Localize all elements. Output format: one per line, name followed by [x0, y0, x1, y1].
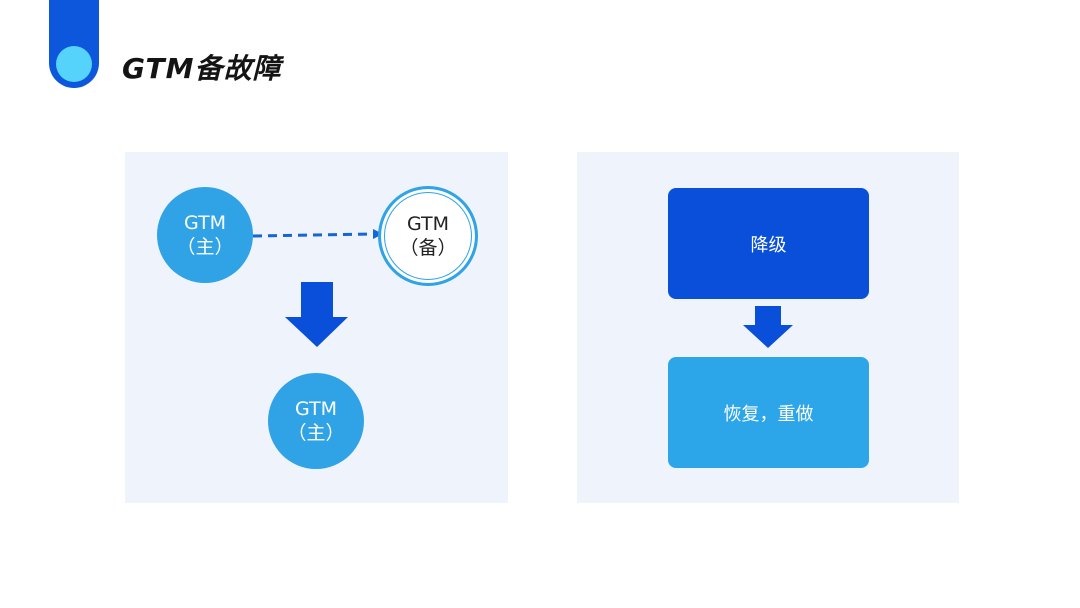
recover-redo-step-label: 恢复，重做 — [723, 403, 814, 425]
recovery-panel: 降级 恢复，重做 — [577, 152, 959, 503]
recover-redo-step-box: 恢复，重做 — [668, 357, 869, 468]
page-title: GTM备故障 — [122, 52, 282, 85]
gtm-result-role: （主） — [287, 422, 345, 444]
gtm-result-node: GTM （主） — [268, 373, 364, 469]
failover-panel: GTM （主） GTM （备） GTM （主） — [125, 152, 508, 503]
down-arrow-icon — [285, 282, 348, 347]
gtm-backup-node: GTM （备） — [378, 186, 478, 286]
down-arrow-icon — [743, 306, 793, 348]
gtm-primary-role: （主） — [176, 236, 234, 258]
gtm-primary-label: GTM — [183, 212, 227, 234]
degrade-step-label: 降级 — [750, 234, 787, 256]
recovery-connectors — [743, 306, 793, 348]
degrade-step-box: 降级 — [668, 188, 869, 299]
dashed-sync-arrow — [252, 232, 374, 238]
gtm-backup-label: GTM — [406, 213, 450, 235]
title-dot-icon — [56, 46, 92, 82]
gtm-backup-role: （备） — [399, 237, 457, 259]
gtm-primary-node: GTM （主） — [157, 187, 253, 283]
gtm-result-label: GTM — [294, 398, 338, 420]
